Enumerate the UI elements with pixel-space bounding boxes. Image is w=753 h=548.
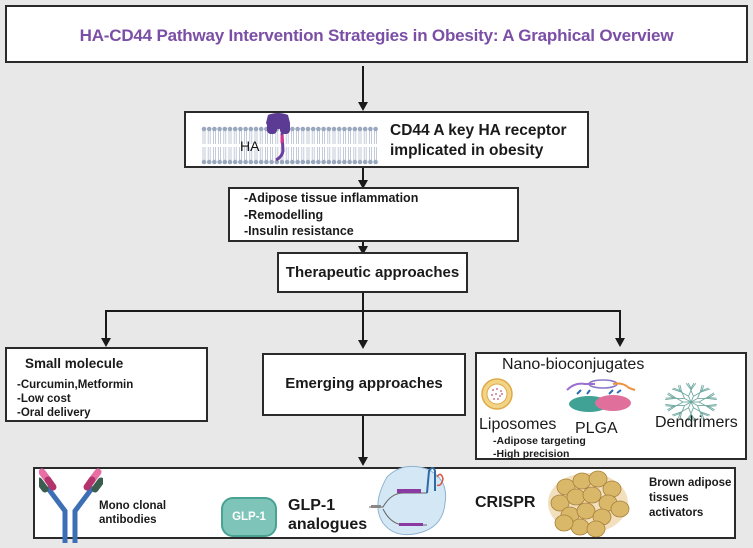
antibody-icon bbox=[39, 467, 103, 543]
receptor-line-2: implicated in obesity bbox=[390, 141, 567, 161]
connector-line bbox=[619, 310, 621, 339]
arrowhead bbox=[358, 340, 368, 349]
branch-horizontal-line bbox=[105, 310, 621, 312]
glp1-badge-text: GLP-1 bbox=[232, 511, 266, 523]
ha-label: HA bbox=[240, 138, 260, 154]
dendrimers-label: Dendrimers bbox=[655, 414, 738, 432]
connector-line bbox=[105, 310, 107, 339]
page-title: HA-CD44 Pathway Intervention Strategies … bbox=[7, 26, 746, 46]
therapeutic-box: Therapeutic approaches bbox=[277, 252, 468, 293]
receptor-line-1: CD44 A key HA receptor bbox=[390, 121, 567, 141]
membrane-bottom bbox=[202, 160, 378, 165]
small-molecule-box: Small molecule -Curcumin,Metformin -Low … bbox=[5, 347, 208, 422]
arrowhead bbox=[615, 338, 625, 347]
arrowhead bbox=[358, 102, 368, 111]
effect-item: -Remodelling bbox=[244, 207, 418, 224]
connector-line bbox=[362, 293, 364, 341]
connector-line bbox=[362, 66, 364, 103]
bat-line-1: Brown adipose bbox=[649, 476, 731, 491]
crispr-icon bbox=[369, 463, 455, 539]
effects-box: -Adipose tissue inflammation -Remodellin… bbox=[228, 187, 519, 242]
emerging-therapies-box: Mono clonal antibodies GLP-1 GLP-1 analo… bbox=[33, 467, 736, 539]
nano-heading: Nano-bioconjugates bbox=[502, 356, 644, 374]
glp1-label: GLP-1 analogues bbox=[288, 496, 367, 534]
nano-list: -Adipose targeting -High precision bbox=[493, 435, 586, 460]
bat-line-3: activators bbox=[649, 506, 731, 521]
arrowhead bbox=[101, 338, 111, 347]
liposomes-label: Liposomes bbox=[479, 416, 556, 434]
antibody-line-1: Mono clonal bbox=[99, 499, 166, 513]
nano-item: -High precision bbox=[493, 448, 586, 461]
nano-bioconjugates-box: Nano-bioconjugates Liposomes PLGA Dendri… bbox=[475, 352, 747, 460]
small-molecule-item: -Low cost bbox=[17, 392, 133, 406]
glp1-badge: GLP-1 bbox=[221, 497, 277, 537]
effect-item: -Adipose tissue inflammation bbox=[244, 190, 418, 207]
receptor-description: CD44 A key HA receptor implicated in obe… bbox=[390, 121, 567, 161]
glp1-line-1: GLP-1 bbox=[288, 496, 367, 515]
antibody-label: Mono clonal antibodies bbox=[99, 499, 166, 527]
glp1-line-2: analogues bbox=[288, 515, 367, 534]
small-molecule-item: -Oral delivery bbox=[17, 406, 133, 420]
liposome-icon bbox=[481, 378, 513, 410]
small-molecule-list: -Curcumin,Metformin -Low cost -Oral deli… bbox=[17, 378, 133, 420]
receptor-box: HA CD44 A key HA receptor implicated in … bbox=[184, 111, 589, 168]
crispr-label: CRISPR bbox=[475, 494, 535, 512]
brown-adipose-icon bbox=[546, 465, 630, 537]
effects-list: -Adipose tissue inflammation -Remodellin… bbox=[244, 190, 418, 240]
small-molecule-item: -Curcumin,Metformin bbox=[17, 378, 133, 392]
title-box: HA-CD44 Pathway Intervention Strategies … bbox=[5, 5, 748, 63]
bat-line-2: tissues bbox=[649, 491, 731, 506]
small-molecule-heading: Small molecule bbox=[25, 356, 123, 371]
emerging-box: Emerging approaches bbox=[262, 353, 466, 416]
arrowhead bbox=[358, 457, 368, 466]
therapeutic-label: Therapeutic approaches bbox=[279, 264, 466, 281]
antibody-line-2: antibodies bbox=[99, 513, 166, 527]
emerging-label: Emerging approaches bbox=[264, 375, 464, 392]
effect-item: -Insulin resistance bbox=[244, 223, 418, 240]
plga-icon bbox=[565, 378, 637, 412]
brown-adipose-label: Brown adipose tissues activators bbox=[649, 476, 731, 521]
nano-item: -Adipose targeting bbox=[493, 435, 586, 448]
connector-line bbox=[362, 416, 364, 460]
cell-membrane-icon: HA bbox=[200, 113, 380, 167]
